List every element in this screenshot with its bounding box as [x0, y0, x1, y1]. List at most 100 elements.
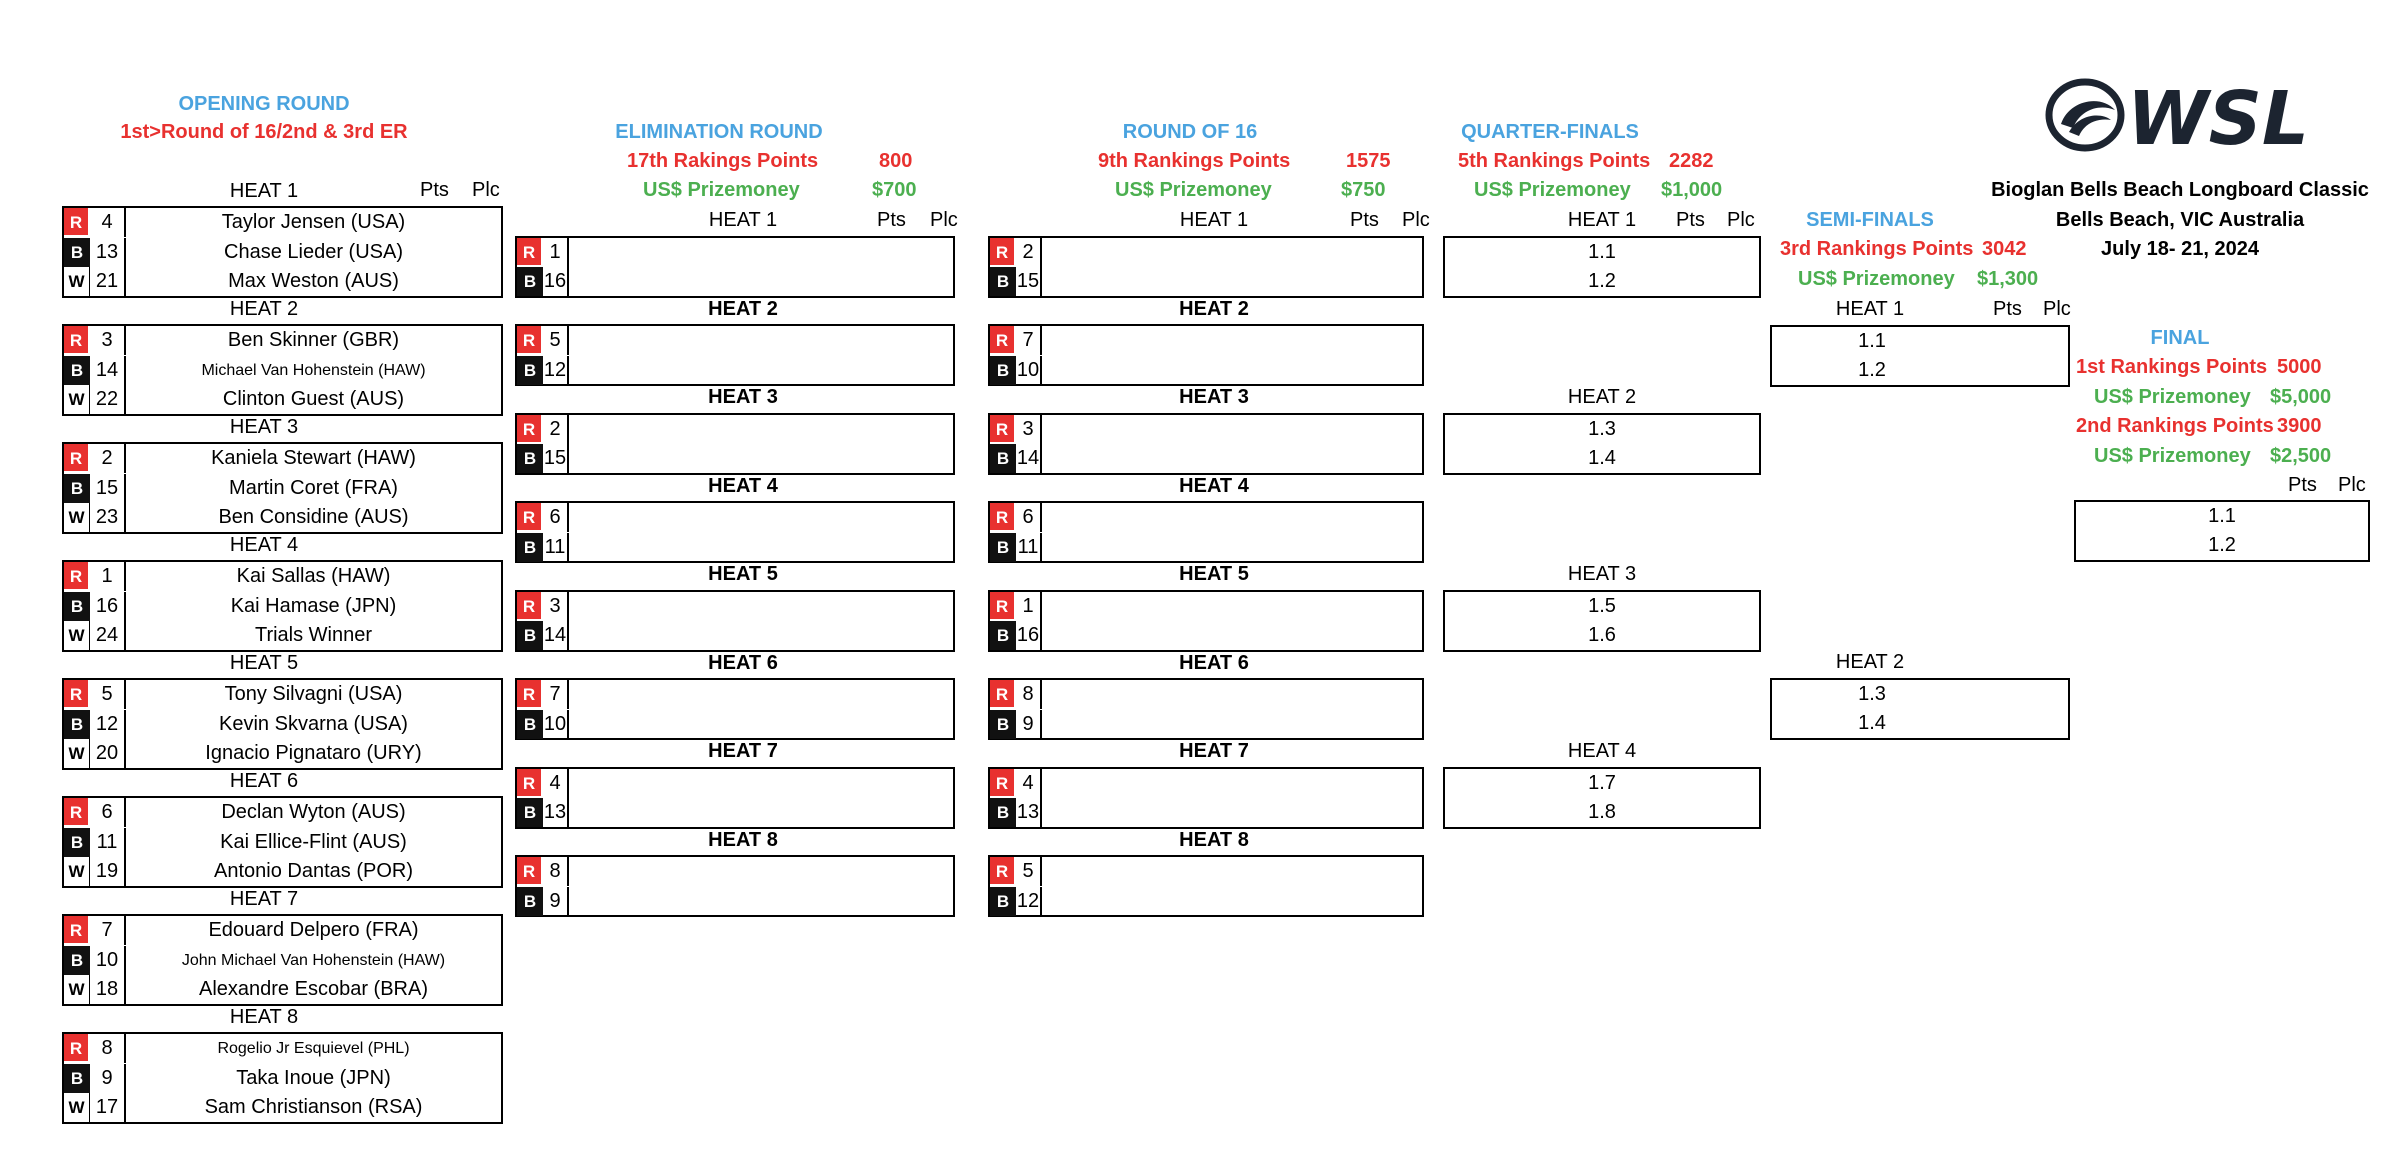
heat-tag-w: W — [64, 621, 90, 650]
final-p1: 5000 — [2277, 356, 2322, 378]
heat-tag-b: B — [64, 473, 90, 503]
surfer-seed: 10 — [90, 945, 126, 975]
final-plc-header: Plc — [2338, 474, 2366, 496]
final-slot: 1.1 — [2208, 505, 2236, 527]
opening-plc-header: Plc — [472, 179, 500, 201]
heat-tag-b: B — [517, 709, 543, 739]
heat-tag-b: B — [990, 709, 1016, 739]
surfer-name: Ben Considine (AUS) — [218, 506, 409, 528]
sf-slot: 1.1 — [1858, 329, 1886, 352]
sf-prize: $1,300 — [1977, 268, 2039, 290]
heat-tag-b: B — [517, 886, 543, 916]
surfer-seed: 21 — [90, 267, 126, 296]
seed-number: 10 — [1016, 355, 1042, 385]
heat-tag-r: R — [517, 503, 543, 532]
r16-heat-label: HEAT 2 — [1179, 297, 1249, 320]
heat-tag-b: B — [64, 1063, 90, 1093]
heat-tag-r: R — [64, 1034, 90, 1063]
elimination-points: 800 — [879, 150, 913, 172]
qf-pts-header: Pts — [1676, 209, 1705, 231]
sf-points: 3042 — [1982, 238, 2027, 260]
heat-tag-w: W — [64, 739, 90, 768]
event-location: Bells Beach, VIC Australia — [2055, 209, 2305, 231]
surfer-seed: 8 — [90, 1034, 126, 1063]
elimination-round-title: ELIMINATION ROUND — [615, 121, 823, 143]
wsl-logo: WSL — [2045, 76, 2309, 156]
sf-points-label: 3rd Rankings Points — [1780, 238, 1974, 260]
heat-tag-r: R — [990, 326, 1016, 355]
heat-tag-r: R — [64, 562, 90, 591]
heat-tag-b: B — [64, 355, 90, 385]
heat-tag-r: R — [990, 768, 1016, 798]
heat-tag-b: B — [64, 709, 90, 739]
r16-heat-label: HEAT 8 — [1179, 828, 1249, 851]
qf-slot: 1.6 — [1588, 624, 1616, 646]
surfer-name: Taka Inoue (JPN) — [236, 1066, 391, 1089]
final-p2: 3900 — [2277, 415, 2322, 437]
qf-prize-label: US$ Prizemoney — [1474, 179, 1631, 201]
heat-tag-b: B — [990, 267, 1016, 296]
heat-tag-b: B — [64, 945, 90, 975]
seed-number: 5 — [543, 326, 569, 355]
seed-number: 9 — [1016, 709, 1042, 739]
qf-slot: 1.7 — [1588, 771, 1616, 794]
final-heat-box: 1.1 1.2 — [2074, 500, 2370, 562]
surfer-name: Kevin Skvarna (USA) — [219, 712, 408, 735]
heat-tag-r: R — [64, 916, 90, 945]
seed-number: 1 — [1016, 591, 1042, 621]
seed-number: 5 — [1016, 857, 1042, 886]
seed-number: 7 — [1016, 326, 1042, 355]
surfer-name: Trials Winner — [254, 624, 373, 646]
r16-plc-header: Plc — [1402, 209, 1430, 231]
elimination-plc-header: Plc — [930, 209, 958, 231]
seed-number: 12 — [543, 355, 569, 385]
qf-heat-label: HEAT 4 — [1567, 740, 1637, 762]
heat-tag-b: B — [990, 444, 1016, 473]
heat-tag-w: W — [64, 975, 90, 1004]
seed-number: 10 — [543, 709, 569, 739]
seed-number: 3 — [543, 591, 569, 621]
seed-number: 12 — [1016, 886, 1042, 916]
seed-number: 11 — [1016, 532, 1042, 562]
r16-prize-label: US$ Prizemoney — [1115, 179, 1272, 201]
surfer-seed: 19 — [90, 857, 126, 886]
surfer-name: John Michael Van Hohenstein (HAW) — [181, 951, 446, 969]
heat-tag-r: R — [64, 798, 90, 827]
seed-number: 16 — [1016, 621, 1042, 650]
r16-points: 1575 — [1346, 150, 1391, 172]
r16-prize: $750 — [1341, 179, 1386, 201]
seed-number: 16 — [543, 267, 569, 296]
qf-points-label: 5th Rankings Points — [1458, 150, 1651, 172]
elimination-heat-label: HEAT 2 — [708, 297, 778, 320]
heat-tag-b: B — [517, 444, 543, 473]
seed-number: 2 — [1016, 237, 1042, 267]
qf-slot: 1.3 — [1588, 417, 1616, 440]
qf-slot: 1.5 — [1588, 594, 1616, 617]
heat-tag-b: B — [517, 355, 543, 385]
